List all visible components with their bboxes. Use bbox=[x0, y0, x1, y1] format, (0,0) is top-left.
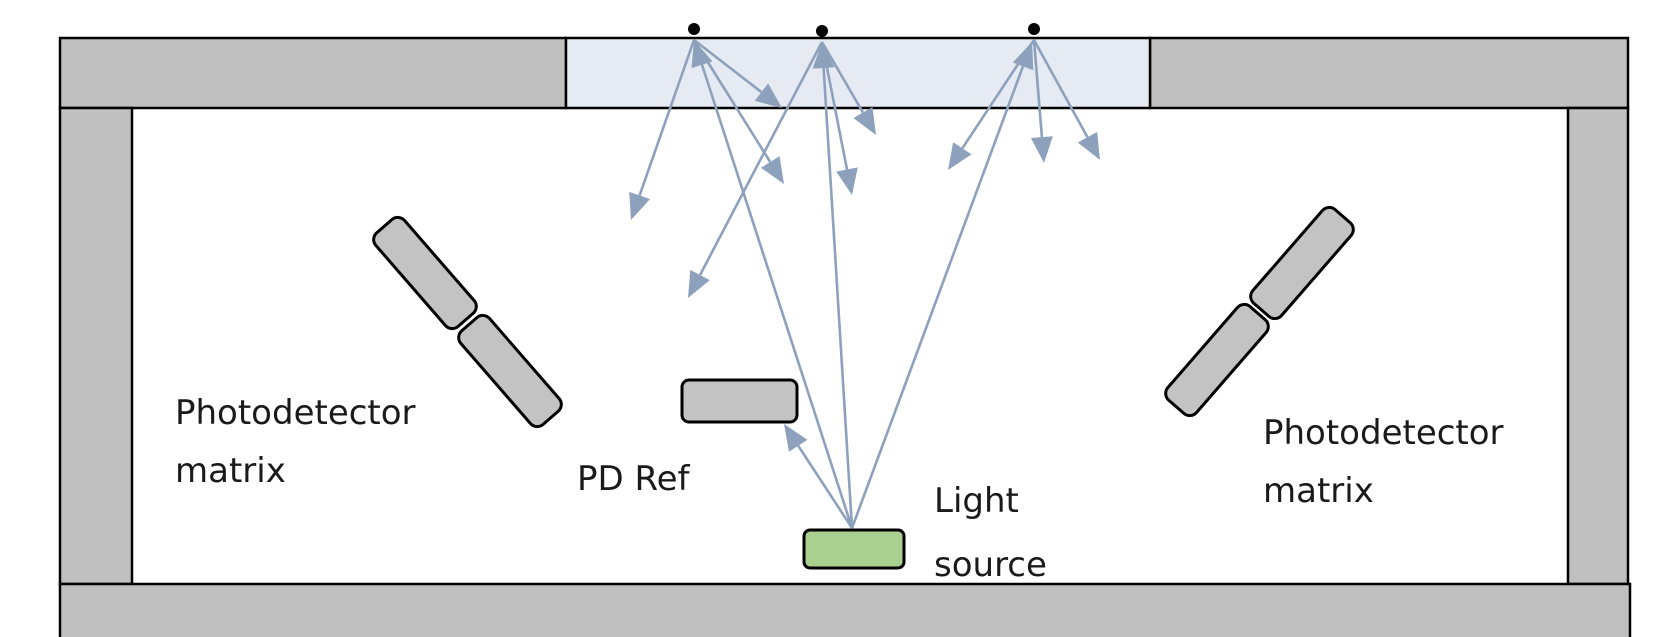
top-wall-right bbox=[1148, 36, 1630, 110]
top-wall-left bbox=[58, 36, 568, 110]
light-rays bbox=[629, 38, 1100, 529]
particle bbox=[1028, 23, 1040, 35]
light-ray bbox=[820, 41, 849, 170]
ray-arrowhead bbox=[853, 106, 876, 135]
particle bbox=[816, 25, 828, 37]
light-ray bbox=[698, 41, 824, 276]
ray-arrowhead bbox=[629, 191, 650, 220]
photodetector-matrix-right bbox=[1164, 205, 1355, 418]
ray-arrowhead bbox=[1077, 131, 1100, 160]
light-ray bbox=[822, 67, 854, 529]
pd-ref-element bbox=[680, 378, 799, 424]
light-source-label-line2: source bbox=[934, 545, 1047, 585]
pd-matrix-right-label-line1: Photodetector bbox=[1263, 413, 1504, 453]
ray-arrowhead bbox=[760, 156, 784, 184]
light-ray bbox=[961, 39, 1036, 150]
light-ray bbox=[693, 38, 763, 94]
light-ray bbox=[850, 65, 1025, 529]
pd-ref-label: PD Ref bbox=[577, 459, 691, 499]
left-wall bbox=[58, 106, 134, 586]
ray-arrowhead bbox=[688, 269, 710, 298]
photodetector-element bbox=[372, 215, 478, 331]
ray-arrowhead bbox=[1030, 136, 1053, 163]
ray-arrowhead bbox=[836, 167, 858, 195]
particle bbox=[688, 23, 700, 35]
light-ray bbox=[820, 41, 865, 114]
light-ray bbox=[1032, 39, 1089, 138]
light-ray bbox=[692, 39, 772, 163]
transparent-window bbox=[564, 36, 1152, 110]
pd-matrix-left-label-line2: matrix bbox=[175, 451, 286, 491]
ray-arrowhead bbox=[754, 83, 782, 108]
bottom-wall bbox=[58, 582, 1632, 637]
pd-matrix-right-label-line2: matrix bbox=[1263, 471, 1374, 511]
photodetector-matrix-left bbox=[372, 215, 563, 429]
light-source-element bbox=[802, 528, 906, 570]
photodetector-element bbox=[1249, 205, 1355, 321]
ray-arrowhead bbox=[784, 424, 808, 452]
right-wall bbox=[1566, 106, 1630, 586]
light-source-label-line1: Light bbox=[934, 481, 1019, 521]
housing bbox=[58, 36, 1632, 637]
light-ray bbox=[638, 39, 696, 196]
light-ray bbox=[700, 64, 854, 529]
light-ray bbox=[797, 445, 854, 529]
ray-arrowhead bbox=[948, 142, 972, 170]
light-ray bbox=[1032, 39, 1044, 138]
pd-matrix-left-label-line1: Photodetector bbox=[175, 393, 416, 433]
photodetector-element bbox=[1164, 302, 1270, 418]
particles bbox=[688, 23, 1040, 37]
photodetector-element bbox=[457, 313, 563, 429]
